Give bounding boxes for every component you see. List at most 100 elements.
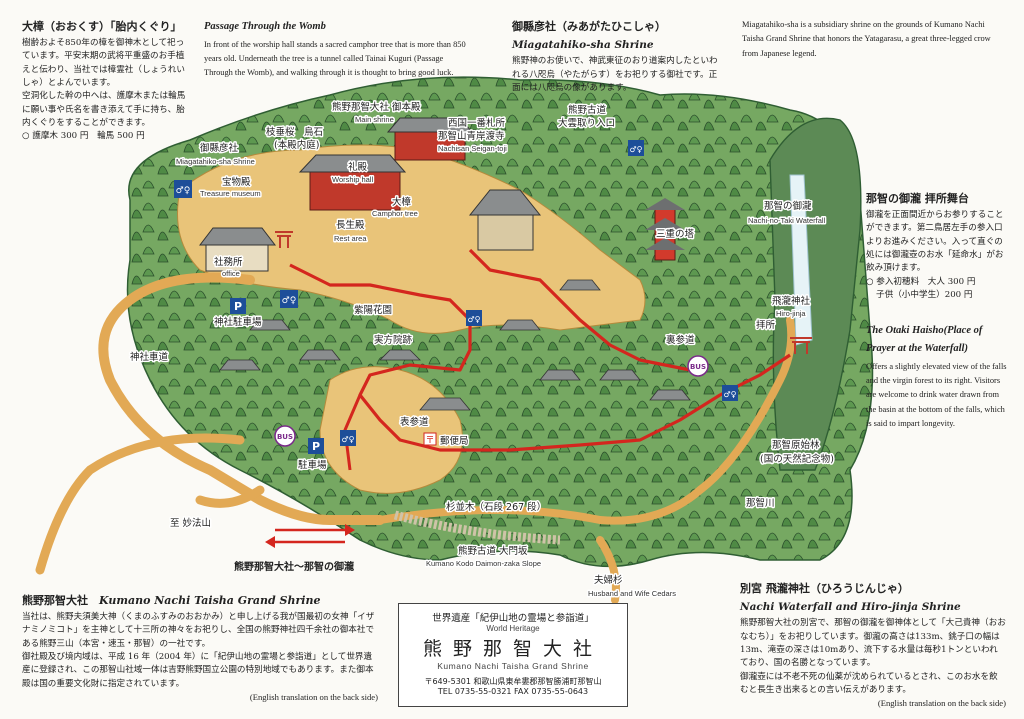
label-seigantoji: 西国一番札所: [448, 117, 506, 129]
camphor-tree-info-jp: 大樟（おおくす）「胎内くぐり」 樹齢およそ850年の樟を御神木として祀っています…: [22, 18, 192, 144]
label-urasando: 裏参道: [666, 334, 695, 346]
camphor-tree-title: 大樟（おおくす）「胎内くぐり」: [22, 20, 182, 33]
restroom-icon: ♂♀: [280, 290, 298, 308]
svg-text:BUS: BUS: [690, 363, 706, 371]
label-hiro-jinja: 飛瀧神社: [772, 295, 811, 307]
restroom-icon: ♂♀: [628, 140, 644, 156]
label-raiden: 礼殿: [348, 161, 368, 173]
office-building: [198, 227, 277, 272]
label-cedar-avenue: 杉並木（石段 267 段）: [446, 501, 546, 513]
restroom-icon: ♂♀: [174, 180, 192, 198]
svg-text:♂♀: ♂♀: [176, 186, 191, 196]
restroom-icon: ♂♀: [466, 310, 482, 326]
miagatahiko-info-en: Miagatahiko-sha is a subsidiary shrine o…: [742, 18, 1004, 61]
passage-body: In front of the worship hall stands a sa…: [204, 39, 466, 78]
label-shrine-parking: 神社駐車場: [214, 316, 262, 328]
heritage-jp: 世界遺産「紀伊山地の霊場と参詣道」: [432, 613, 594, 624]
label-main-shrine: 熊野那智大社 御本殿: [332, 101, 421, 113]
daimonzaka-road: [376, 316, 796, 525]
main-shrine-buildings: [298, 117, 474, 211]
label-meoto-sugi-en: Husband and Wife Cedars: [588, 589, 676, 598]
passage-title: Passage Through the Womb: [204, 21, 326, 32]
shrine-address: 〒649-5301 和歌山県東牟婁郡那智勝浦町那智山: [424, 677, 602, 686]
shrine-title-en: Kumano Nachi Taisha Grand Shrine: [99, 594, 321, 607]
parking-icon: P: [308, 438, 324, 454]
haisho-fee-child: 子供（小中学生）200 円: [876, 289, 973, 300]
label-shidarezakura: 枝垂桜 烏石: [266, 126, 323, 138]
label-myohozan: 至 妙法山: [170, 517, 211, 529]
otaki-haisho-title: The Otaki Haisho(Place of Prayer at the …: [866, 325, 983, 354]
shrine-name-jp: 熊野那智大社: [422, 638, 603, 660]
otaki-haisho-body: Offers a slightly elevated view of the f…: [866, 361, 1007, 428]
label-meoto-sugi: 夫婦杉: [594, 574, 623, 586]
label-treasure-en: Treasure museum: [200, 189, 261, 198]
seigantoji-buildings: [468, 189, 542, 251]
shrine-body: 当社は、熊野夫須美大神（くまのふすみのおおかみ）と申し上げる我が国最初の女神「イ…: [22, 612, 375, 649]
parking-icon: P: [230, 298, 246, 314]
label-hydrangea: 紫陽花園: [354, 304, 392, 316]
route-legend-label: 熊野那智大社～那智の御瀧: [234, 560, 354, 573]
hiro-jinja-title: 別宮 飛瀧神社（ひろうじんじゃ）: [740, 582, 909, 595]
svg-text:♂♀: ♂♀: [341, 435, 354, 444]
hiro-jinja-body-2: 御瀧壺には不老不死の仙薬が沈められているとされ、このお水を飲むと長生き出来るとの…: [740, 671, 998, 695]
svg-text:P: P: [312, 440, 320, 453]
shrine-grounds: [177, 144, 646, 334]
label-kodo-entrance: 熊野古道: [568, 104, 607, 116]
label-ookusu: 大樟: [392, 196, 412, 208]
svg-text:♂♀: ♂♀: [723, 390, 736, 399]
bus-stop-icon: BUS: [274, 425, 296, 447]
miagatahiko-body: 熊野神のお使いで、神武東征のおり道案内したといわれる八咫烏（やたがらす）をお祀り…: [512, 56, 718, 93]
label-office: 社務所: [214, 256, 243, 268]
haisho-body: 御瀧を正面間近からお参りすることができます。第二鳥居左手の参入口よりお進みくださ…: [866, 210, 1004, 274]
label-otaki-en: Nachi-no-Taki Waterfall: [748, 216, 826, 225]
svg-text:♂♀: ♂♀: [467, 315, 480, 324]
svg-text:♂♀: ♂♀: [282, 296, 297, 306]
label-daimonzaka-en: Kumano Kodo Daimon-zaka Slope: [426, 559, 541, 568]
label-omotesando: 表参道: [400, 416, 429, 428]
otaki-haisho-info-en: The Otaki Haisho(Place of Prayer at the …: [866, 322, 1008, 431]
road-south: [596, 536, 620, 604]
miagatahiko-title: 御縣彦社（みあがたひこしゃ）: [512, 20, 666, 33]
label-seigantoji-en: Nachisan Seigan-toji: [438, 144, 507, 153]
heritage-en: World Heritage: [486, 624, 540, 633]
label-nachi-river: 那智川: [746, 497, 775, 509]
label-shrine-road: 神社車道: [130, 351, 169, 363]
hiro-jinja-info-jp: 別宮 飛瀧神社（ひろうじんじゃ） Nachi Waterfall and Hir…: [740, 580, 1006, 711]
label-otaki: 那智の御瀧: [764, 200, 812, 212]
hiro-jinja-note: (English translation on the back side): [877, 698, 1006, 709]
road-to-myohozan: [195, 485, 265, 508]
label-rest-area: Rest area: [334, 234, 367, 243]
label-hiro-jinja-en: Hiro-jinja: [776, 309, 806, 318]
label-miagatahiko-en: Miagatahiko-sha Shrine: [176, 157, 255, 166]
miagatahiko-info-jp: 御縣彦社（みあがたひこしゃ） Miagatahiko-sha Shrine 熊野…: [512, 18, 722, 95]
route-legend-arrows: [265, 524, 355, 548]
label-haisho: 拝所: [756, 319, 776, 331]
shrine-name-plate: 世界遺産「紀伊山地の霊場と参詣道」 World Heritage 熊野那智大社 …: [398, 603, 628, 707]
haisho-info-jp: 那智の御瀧 拝所舞台 御瀧を正面間近からお参りすることができます。第二鳥居左手の…: [866, 190, 1008, 302]
road-west: [35, 433, 245, 575]
label-miagatahiko: 御縣彦社: [200, 142, 239, 154]
svg-text:〒: 〒: [425, 436, 434, 446]
label-kodo-entrance-2: 大雲取り入口: [558, 117, 615, 129]
shrine-road: [98, 272, 385, 525]
label-choseiden: 長生殿: [336, 219, 365, 231]
restroom-icon: ♂♀: [340, 430, 356, 446]
miagatahiko-subtitle: Miagatahiko-sha Shrine: [512, 39, 654, 52]
hiro-jinja-title-en: Nachi Waterfall and Hiro-jinja Shrine: [740, 601, 961, 614]
label-shidarezakura-2: (本殿内庭): [274, 139, 319, 151]
haisho-title: 那智の御瀧 拝所舞台: [866, 192, 969, 205]
shrine-title: 熊野那智大社: [22, 594, 88, 607]
waterfall: [789, 174, 813, 346]
walking-route-2: [468, 248, 691, 372]
torii-gate-icon: [275, 231, 293, 248]
camphor-tree-fees: ○ 護摩木 300 円 輪馬 500 円: [22, 131, 145, 142]
camphor-tree-body: 樹齢およそ850年の樟を御神木として祀っています。平安末期の武将平重盛のお手植え…: [22, 38, 185, 88]
label-parking: 駐車場: [298, 459, 327, 471]
label-post-office: 郵便局: [440, 435, 469, 447]
svg-text:P: P: [234, 300, 242, 313]
shrine-phone: TEL 0735-55-0321 FAX 0735-55-0643: [437, 687, 589, 696]
shrine-body-2: 御社殿及び境内域は、平成 16 年（2004 年）に「紀伊山地の霊場と参詣道」と…: [22, 651, 374, 689]
label-primeval-forest: 那智原始林: [772, 439, 820, 451]
label-treasure: 宝物殿: [222, 176, 251, 188]
